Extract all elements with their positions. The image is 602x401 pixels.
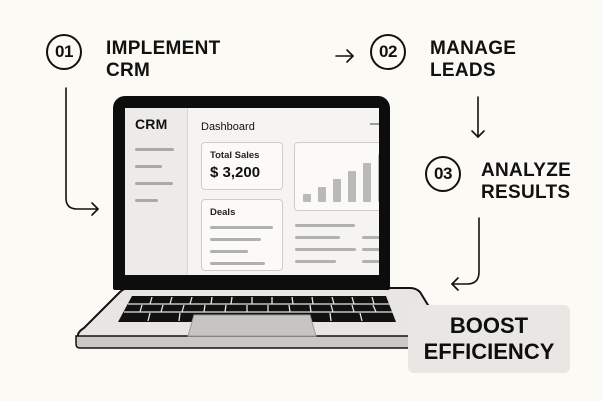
step-02-label-line1: MANAGE bbox=[430, 38, 517, 59]
step-03-label-line1: ANALYZE bbox=[481, 160, 572, 181]
outcome-line2: EFFICIENCY bbox=[423, 339, 555, 364]
step-01-label-line2: CRM bbox=[106, 60, 151, 81]
step-03-label-line2: RESULTS bbox=[481, 182, 571, 203]
step-02-circle: 02 bbox=[370, 34, 406, 70]
chart-bar bbox=[378, 154, 379, 202]
deals-card: Deals bbox=[201, 199, 283, 271]
menu-icon[interactable] bbox=[370, 123, 379, 125]
curved-arrow-icon bbox=[451, 217, 480, 285]
deal-row bbox=[210, 238, 261, 241]
total-sales-card: Total Sales $ 3,200 bbox=[201, 142, 283, 190]
laptop-screen: CRM Dashboard Total Sales $ 3,200 Deals bbox=[125, 108, 379, 275]
sidebar-item[interactable] bbox=[135, 148, 174, 151]
total-sales-title: Total Sales bbox=[210, 150, 260, 161]
step-03-number: 03 bbox=[434, 164, 452, 183]
sidebar-item[interactable] bbox=[135, 165, 162, 168]
summary-line bbox=[362, 236, 379, 239]
step-01-circle: 01 bbox=[46, 34, 82, 70]
step-03-label: ANALYZE RESULTS bbox=[481, 160, 571, 204]
deal-row bbox=[210, 250, 248, 253]
curved-arrow-icon bbox=[65, 87, 99, 210]
summary-line bbox=[362, 260, 379, 263]
deals-title: Deals bbox=[210, 207, 236, 218]
step-02-label: MANAGE LEADS bbox=[430, 38, 516, 82]
summary-line bbox=[295, 260, 336, 263]
chart-bar bbox=[348, 171, 356, 202]
outcome-box bbox=[408, 305, 570, 373]
step-03-circle: 03 bbox=[425, 156, 461, 192]
outcome-text: BOOST EFFICIENCY bbox=[408, 313, 570, 365]
step-01-label: IMPLEMENT CRM bbox=[106, 38, 221, 82]
laptop-base bbox=[75, 287, 443, 349]
summary-line bbox=[295, 236, 340, 239]
trackpad bbox=[187, 314, 317, 337]
deal-row bbox=[210, 226, 273, 229]
dashboard-title: Dashboard bbox=[201, 121, 255, 133]
step-01-label-line1: IMPLEMENT bbox=[106, 38, 221, 59]
step-02-number: 02 bbox=[379, 42, 397, 61]
chart-bar bbox=[318, 187, 326, 202]
chart-bar bbox=[363, 163, 371, 202]
summary-line bbox=[295, 248, 356, 251]
summary-line bbox=[295, 224, 355, 227]
step-02-label-line2: LEADS bbox=[430, 60, 496, 81]
sidebar-item[interactable] bbox=[135, 182, 173, 185]
sidebar-item[interactable] bbox=[135, 199, 158, 202]
crm-brand: CRM bbox=[135, 116, 168, 132]
keyboard bbox=[118, 296, 396, 322]
chart-bar bbox=[303, 194, 311, 202]
crm-sidebar: CRM bbox=[125, 108, 188, 275]
outcome-line1: BOOST bbox=[449, 313, 529, 338]
sales-chart-card bbox=[294, 142, 379, 211]
deal-row bbox=[210, 262, 265, 265]
chart-bar bbox=[333, 179, 341, 202]
total-sales-value: $ 3,200 bbox=[210, 164, 261, 181]
summary-line bbox=[362, 248, 379, 251]
step-01-number: 01 bbox=[55, 42, 73, 61]
